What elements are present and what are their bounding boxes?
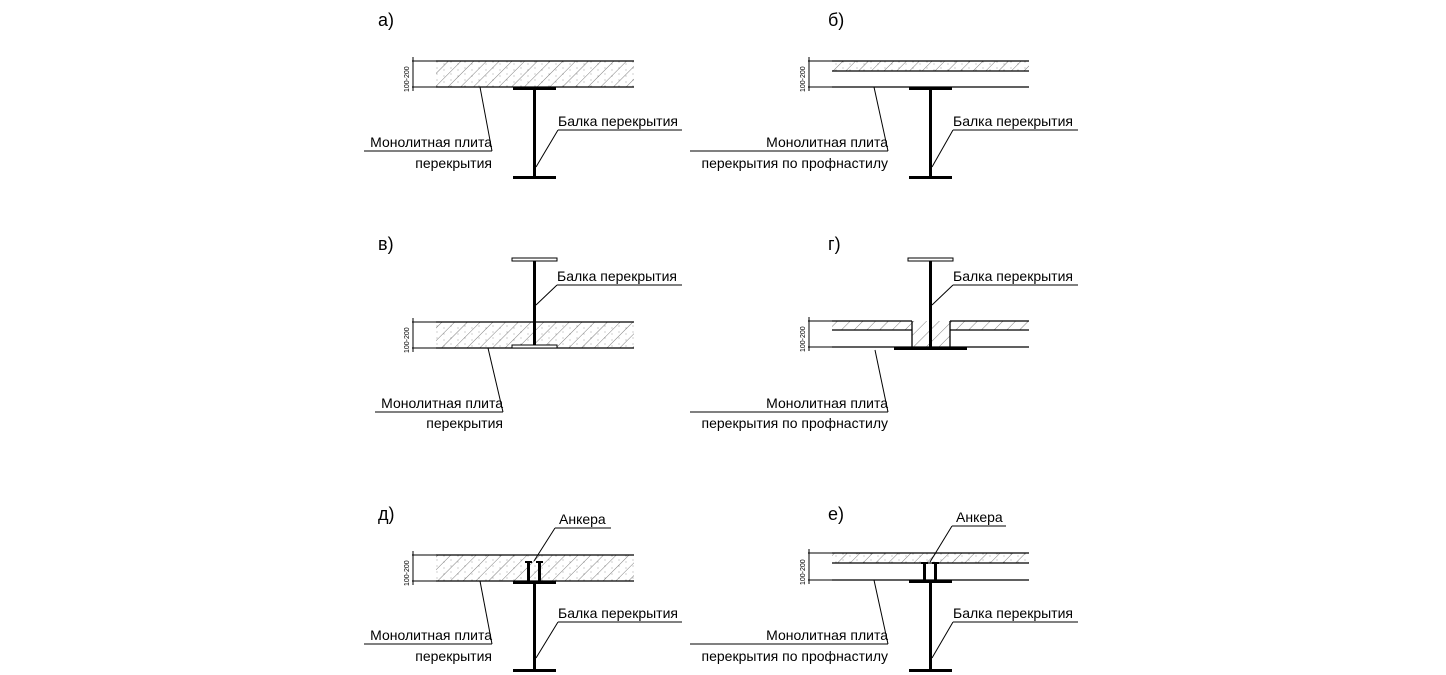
- slab-leader: Монолитная плита перекрытия: [364, 580, 493, 664]
- panel-a: а) 100-200 Балка перекрытия Монолитная: [364, 10, 682, 179]
- dimension-text: 100-200: [800, 326, 807, 352]
- beam-label: Балка перекрытия: [953, 268, 1073, 284]
- dimension-text: 100-200: [404, 66, 411, 92]
- i-beam: [511, 257, 558, 349]
- dimension-mark: 100-200: [404, 551, 436, 586]
- beam-leader: Балка перекрытия: [535, 113, 682, 168]
- i-beam: [909, 87, 952, 179]
- dimension-mark: 100-200: [404, 318, 436, 353]
- slab: [832, 320, 1029, 348]
- slab-label-line1: Монолитная плита: [370, 627, 492, 643]
- beam-label: Балка перекрытия: [558, 113, 678, 129]
- panel-letter: г): [828, 234, 841, 254]
- anchors: [921, 562, 939, 580]
- slab-label-line2: перекрытия по профнастилу: [702, 648, 888, 664]
- slab-label-line2: перекрытия по профнастилу: [702, 155, 888, 171]
- slab-label-line2: перекрытия: [426, 415, 503, 431]
- panel-d: д) 100-200 Анкера: [364, 504, 682, 672]
- beam-leader: Балка перекрытия: [931, 113, 1078, 168]
- slab-leader: Монолитная плита перекрытия: [364, 86, 493, 171]
- panel-g: г) 100-200 Балка перекрытия: [690, 234, 1078, 431]
- slab: [832, 552, 1029, 581]
- dimension-text: 100-200: [800, 66, 807, 92]
- slab-label-line1: Монолитная плита: [766, 627, 888, 643]
- anchor-leader: Анкера: [533, 511, 611, 562]
- panel-letter: в): [378, 234, 394, 254]
- slab-label-line2: перекрытия: [415, 155, 492, 171]
- slab-label-line1: Монолитная плита: [766, 395, 888, 411]
- i-beam: [894, 257, 967, 350]
- slab-label-line1: Монолитная плита: [766, 134, 888, 150]
- i-beam: [513, 87, 556, 179]
- dimension-mark: 100-200: [800, 549, 832, 585]
- slab-label-line1: Монолитная плита: [370, 134, 492, 150]
- beam-label: Балка перекрытия: [557, 268, 677, 284]
- slab-label-line1: Монолитная плита: [381, 395, 503, 411]
- dimension-mark: 100-200: [800, 57, 832, 92]
- anchor-leader: Анкера: [929, 509, 1006, 563]
- slab-leader: Монолитная плита перекрытия по профнасти…: [690, 349, 889, 431]
- panel-e: е) 100-200 Анкера: [690, 504, 1078, 672]
- i-beam: [909, 580, 952, 672]
- slab: [436, 60, 634, 88]
- beam-label: Балка перекрытия: [953, 605, 1073, 621]
- dimension-mark: 100-200: [404, 57, 436, 92]
- beam-leader: Балка перекрытия: [535, 605, 682, 659]
- anchors: [525, 561, 543, 581]
- slab-leader: Монолитная плита перекрытия: [375, 347, 504, 431]
- beam-label: Балка перекрытия: [558, 605, 678, 621]
- beam-label: Балка перекрытия: [953, 113, 1073, 129]
- slab-leader: Монолитная плита перекрытия по профнасти…: [690, 86, 889, 171]
- slab-leader: Монолитная плита перекрытия по профнасти…: [690, 579, 889, 664]
- dimension-text: 100-200: [404, 327, 411, 353]
- beam-leader: Балка перекрытия: [931, 268, 1078, 306]
- panel-v: в) 100-200 Балка перекрытия Монолитная: [375, 234, 682, 431]
- panel-b: б) 100-200 Балка перекрытия Моно: [690, 10, 1078, 179]
- slab: [832, 60, 1029, 88]
- beam-leader: Балка перекрытия: [535, 268, 682, 306]
- dimension-text: 100-200: [800, 559, 807, 585]
- dimension-mark: 100-200: [800, 317, 832, 352]
- slab-label-line2: перекрытия по профнастилу: [702, 415, 888, 431]
- i-beam: [513, 581, 556, 672]
- panel-letter: а): [378, 10, 394, 30]
- slab-label-line2: перекрытия: [415, 648, 492, 664]
- panel-letter: б): [828, 10, 844, 30]
- anchor-label: Анкера: [956, 509, 1003, 525]
- panel-letter: е): [828, 504, 844, 524]
- dimension-text: 100-200: [404, 560, 411, 586]
- beam-leader: Балка перекрытия: [931, 605, 1078, 659]
- panel-letter: д): [378, 504, 395, 524]
- anchor-label: Анкера: [559, 511, 606, 527]
